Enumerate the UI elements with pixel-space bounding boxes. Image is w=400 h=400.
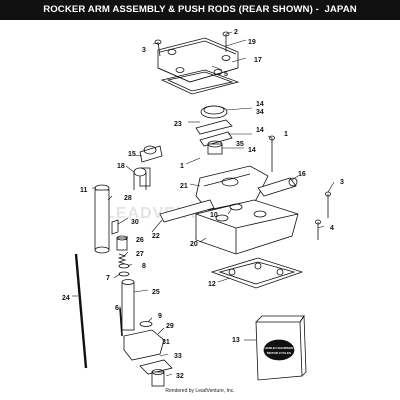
pushrod-tube-cap-part[interactable] bbox=[116, 235, 128, 251]
pushrod-tube-lower-part[interactable] bbox=[121, 279, 135, 331]
hydraulic-lifter-part[interactable] bbox=[151, 369, 165, 387]
pushrod-clip-part[interactable] bbox=[111, 219, 119, 235]
callout-29[interactable]: 29 bbox=[166, 323, 174, 330]
callout-27[interactable]: 27 bbox=[136, 251, 144, 258]
callout-6[interactable]: 6 bbox=[115, 305, 119, 312]
breather-valve-part[interactable] bbox=[207, 140, 223, 155]
callout-30[interactable]: 30 bbox=[131, 219, 139, 226]
gasket-kit-box[interactable]: HARLEY-DAVIDSON MOTOR CYCLES bbox=[255, 314, 307, 381]
callout-34[interactable]: 34 bbox=[256, 109, 264, 116]
callout-31[interactable]: 31 bbox=[162, 339, 170, 346]
callout-24[interactable]: 24 bbox=[62, 295, 70, 302]
leader-lines bbox=[72, 31, 335, 377]
rocker-arm-housing-part[interactable] bbox=[195, 165, 269, 211]
bolt-part[interactable] bbox=[269, 135, 275, 172]
bolt-part[interactable] bbox=[315, 219, 321, 240]
seal-part[interactable] bbox=[118, 263, 130, 277]
callout-21[interactable]: 21 bbox=[180, 183, 188, 190]
diagram-title: ROCKER ARM ASSEMBLY & PUSH RODS (REAR SH… bbox=[0, 0, 400, 20]
rocker-support-plate-part[interactable] bbox=[195, 199, 299, 255]
rocker-shaft-part[interactable] bbox=[139, 145, 163, 187]
callout-18[interactable]: 18 bbox=[117, 163, 125, 170]
lifter-cover-gasket-part[interactable] bbox=[139, 359, 173, 375]
callout-12[interactable]: 12 bbox=[208, 281, 216, 288]
callout-4[interactable]: 4 bbox=[330, 225, 334, 232]
callout-5[interactable]: 5 bbox=[224, 71, 228, 78]
callout-14-a[interactable]: 14 bbox=[256, 101, 264, 108]
callout-22[interactable]: 22 bbox=[152, 233, 160, 240]
screw-part[interactable] bbox=[119, 307, 123, 337]
head-gasket-part[interactable] bbox=[210, 257, 304, 289]
pushrod-tube-upper-part[interactable] bbox=[94, 184, 110, 254]
callout-3[interactable]: 3 bbox=[142, 47, 146, 54]
logo-text-line-1: HARLEY-DAVIDSON bbox=[265, 346, 294, 350]
callout-10[interactable]: 10 bbox=[210, 212, 218, 219]
callout-9[interactable]: 9 bbox=[158, 313, 162, 320]
callout-1-b[interactable]: 1 bbox=[180, 163, 184, 170]
callout-33[interactable]: 33 bbox=[174, 353, 182, 360]
callout-32[interactable]: 32 bbox=[176, 373, 184, 380]
callout-14-b[interactable]: 14 bbox=[256, 127, 264, 134]
pivot-shaft-part[interactable] bbox=[257, 177, 298, 197]
callout-15[interactable]: 15 bbox=[128, 151, 136, 158]
o-ring-part[interactable] bbox=[229, 203, 243, 211]
callout-1-a[interactable]: 1 bbox=[284, 131, 288, 138]
exploded-parts-diagram: HARLEY-DAVIDSON MOTOR CYCLES bbox=[62, 29, 344, 387]
callout-19[interactable]: 19 bbox=[248, 39, 256, 46]
callout-14-c[interactable]: 14 bbox=[248, 147, 256, 154]
pushrod-part[interactable] bbox=[74, 253, 88, 369]
rocker-cover-gasket-part[interactable] bbox=[160, 69, 240, 95]
callout-11[interactable]: 11 bbox=[80, 187, 88, 194]
callout-25[interactable]: 25 bbox=[152, 289, 160, 296]
callout-28[interactable]: 28 bbox=[124, 195, 132, 202]
logo-text-line-2: MOTOR CYCLES bbox=[267, 351, 291, 355]
callout-23[interactable]: 23 bbox=[174, 121, 182, 128]
callout-2[interactable]: 2 bbox=[234, 29, 238, 36]
footer-credit: Rendered by LeadVenture, Inc. bbox=[165, 388, 235, 394]
bolt-part[interactable] bbox=[325, 191, 331, 218]
callout-35[interactable]: 35 bbox=[236, 141, 244, 148]
rocker-shaft-long-part[interactable] bbox=[159, 199, 215, 223]
callout-8[interactable]: 8 bbox=[142, 263, 146, 270]
callout-labels: 3 2 19 5 17 23 14 34 14 35 14 1 15 18 1 … bbox=[62, 29, 344, 380]
callout-26[interactable]: 26 bbox=[136, 237, 144, 244]
callout-7[interactable]: 7 bbox=[106, 275, 110, 282]
callout-20[interactable]: 20 bbox=[190, 241, 198, 248]
lifter-cover-part[interactable] bbox=[123, 321, 165, 361]
callout-3-b[interactable]: 3 bbox=[340, 179, 344, 186]
callout-17[interactable]: 17 bbox=[254, 57, 262, 64]
callout-16[interactable]: 16 bbox=[298, 171, 306, 178]
breather-part[interactable] bbox=[195, 105, 233, 147]
callout-13[interactable]: 13 bbox=[232, 337, 240, 344]
